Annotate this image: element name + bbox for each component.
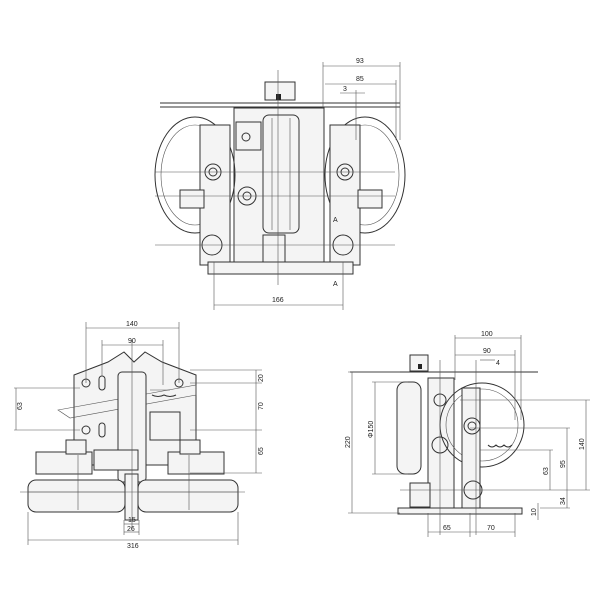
- dim-10: 10: [531, 508, 538, 516]
- dim-63-side: 63: [543, 467, 550, 475]
- dim-90: 90: [128, 338, 136, 345]
- dim-4: 4: [496, 360, 500, 367]
- dim-phi150: Φ150: [368, 421, 375, 438]
- side-view: 100 90 4 220 Φ150 140 95 63 34 10 65 70: [345, 331, 590, 537]
- dim-15: 15: [128, 517, 136, 524]
- dim-34: 34: [560, 497, 567, 505]
- dim-316: 316: [127, 543, 139, 550]
- dim-140-side: 140: [579, 438, 586, 450]
- dim-20: 20: [258, 374, 265, 382]
- dim-140: 140: [126, 321, 138, 328]
- dim-70: 70: [258, 402, 265, 410]
- dim-100: 100: [481, 331, 493, 338]
- top-view: 93 85 3 166 A A: [154, 58, 406, 310]
- dim-85: 85: [356, 76, 364, 83]
- front-view: 140 90 63 20 70 65 15 26 316: [14, 321, 265, 550]
- dim-65: 65: [258, 447, 265, 455]
- dim-26: 26: [127, 526, 135, 533]
- section-a-bottom: A: [333, 281, 338, 288]
- section-a-top: A: [333, 217, 338, 224]
- dim-70-side: 70: [487, 525, 495, 532]
- dim-63: 63: [17, 402, 24, 410]
- dim-166: 166: [272, 297, 284, 304]
- dim-95: 95: [560, 460, 567, 468]
- dim-65-side: 65: [443, 525, 451, 532]
- dim-93: 93: [356, 58, 364, 65]
- dim-3: 3: [343, 86, 347, 93]
- dim-90-side: 90: [483, 348, 491, 355]
- dim-220: 220: [345, 436, 352, 448]
